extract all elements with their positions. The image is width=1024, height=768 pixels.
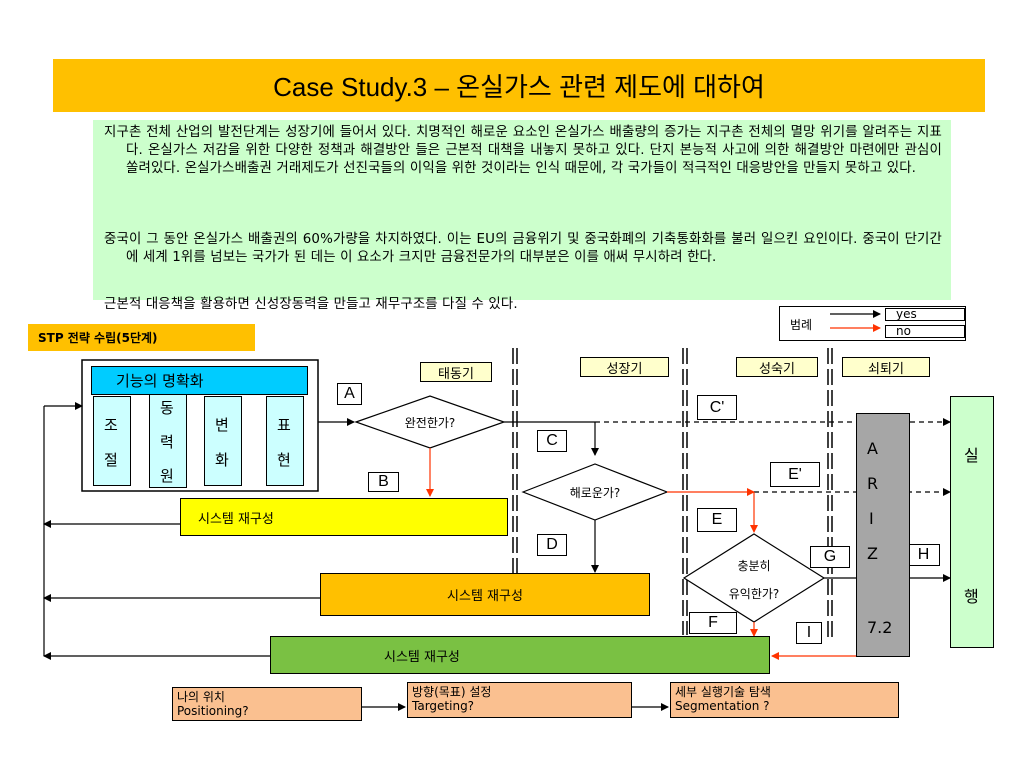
label-h: H xyxy=(907,544,940,566)
decision-significant-label-2: 유익한가? xyxy=(728,587,780,601)
segmentation-sublabel: Segmentation ? xyxy=(675,699,770,713)
ariz-bar: A R I Z 7.2 xyxy=(856,413,910,657)
function-item-char: 동 xyxy=(160,399,174,417)
segmentation-label: 세부 실행기술 탐색 xyxy=(675,685,771,699)
function-item-char: 표 xyxy=(277,416,291,434)
targeting-box: 방향(목표) 설정 Targeting? xyxy=(407,682,632,718)
function-item-change: 변 화 xyxy=(204,396,242,486)
function-item-char: 현 xyxy=(277,451,291,469)
stage-growth: 성장기 xyxy=(580,357,669,377)
function-item-char: 화 xyxy=(215,451,229,469)
positioning-sublabel: Positioning? xyxy=(177,704,249,718)
function-item-char: 원 xyxy=(160,467,174,485)
legend: 범례 yes no xyxy=(779,306,966,341)
system-rebuild-2: 시스템 재구성 xyxy=(320,573,650,616)
label-e-prime: E' xyxy=(770,462,820,487)
targeting-label: 방향(목표) 설정 xyxy=(412,685,492,699)
ariz-char: Z xyxy=(867,544,878,563)
intro-panel xyxy=(93,120,951,300)
function-item-expression: 표 현 xyxy=(266,396,304,486)
decision-significant xyxy=(682,533,826,623)
label-a: A xyxy=(337,383,362,405)
system-rebuild-1: 시스템 재구성 xyxy=(180,498,508,536)
positioning-label: 나의 위치 xyxy=(177,690,225,704)
stage-emergence: 태동기 xyxy=(420,362,492,382)
decision-complete-label: 완전한가? xyxy=(404,416,456,430)
function-item-power: 동 력 원 xyxy=(149,394,187,488)
function-item-control: 조 절 xyxy=(93,396,131,486)
function-item-char: 변 xyxy=(215,416,229,434)
legend-title: 범례 xyxy=(790,318,813,332)
ariz-char: I xyxy=(869,509,874,528)
execute-char: 행 xyxy=(964,587,979,606)
function-item-char: 력 xyxy=(160,433,174,451)
label-e: E xyxy=(697,508,737,532)
ariz-char: A xyxy=(867,439,878,458)
intro-paragraph-3: 근본적 대응책을 활용하면 신성장동력을 만들고 재무구조를 다질 수 있다. xyxy=(104,297,518,312)
stage-dividers xyxy=(512,348,833,640)
stage-maturity: 성숙기 xyxy=(736,357,818,377)
label-c: C xyxy=(537,430,567,452)
function-item-char: 조 xyxy=(104,416,118,434)
label-d: D xyxy=(537,534,567,556)
label-i: I xyxy=(796,622,822,644)
targeting-sublabel: Targeting? xyxy=(412,699,475,713)
function-item-char: 절 xyxy=(104,451,118,469)
stp-strategy-label: STP 전략 수립(5단계) xyxy=(28,324,255,351)
stage-decline: 쇠퇴기 xyxy=(842,357,930,377)
ariz-char: R xyxy=(867,474,879,493)
label-f: F xyxy=(689,612,737,634)
execute-bar: 실 행 xyxy=(950,396,994,648)
decision-significant-label-1: 충분히 xyxy=(737,559,771,573)
intro-paragraph-2: 중국이 그 동안 온실가스 배출권의 60%가량을 차지하였다. 이는 EU의 … xyxy=(104,232,942,266)
legend-yes: yes xyxy=(885,308,965,321)
intro-paragraph-1: 지구촌 전체 산업의 발전단계는 성장기에 들어서 있다. 치명적인 해로운 요… xyxy=(104,125,942,177)
decision-harmful-label: 해로운가? xyxy=(569,486,621,500)
segmentation-box: 세부 실행기술 탐색 Segmentation ? xyxy=(670,682,899,718)
legend-no: no xyxy=(885,325,965,338)
function-box-title: 기능의 명확화 xyxy=(91,366,308,395)
ariz-char: 7.2 xyxy=(867,618,893,637)
page-title: Case Study.3 – 온실가스 관련 제도에 대하여 xyxy=(53,59,985,112)
label-g: G xyxy=(810,546,850,568)
execute-char: 실 xyxy=(964,446,979,465)
label-c-prime: C' xyxy=(697,395,737,420)
system-rebuild-3: 시스템 재구성 xyxy=(270,636,770,674)
positioning-box: 나의 위치 Positioning? xyxy=(172,687,362,721)
label-b: B xyxy=(368,472,399,492)
